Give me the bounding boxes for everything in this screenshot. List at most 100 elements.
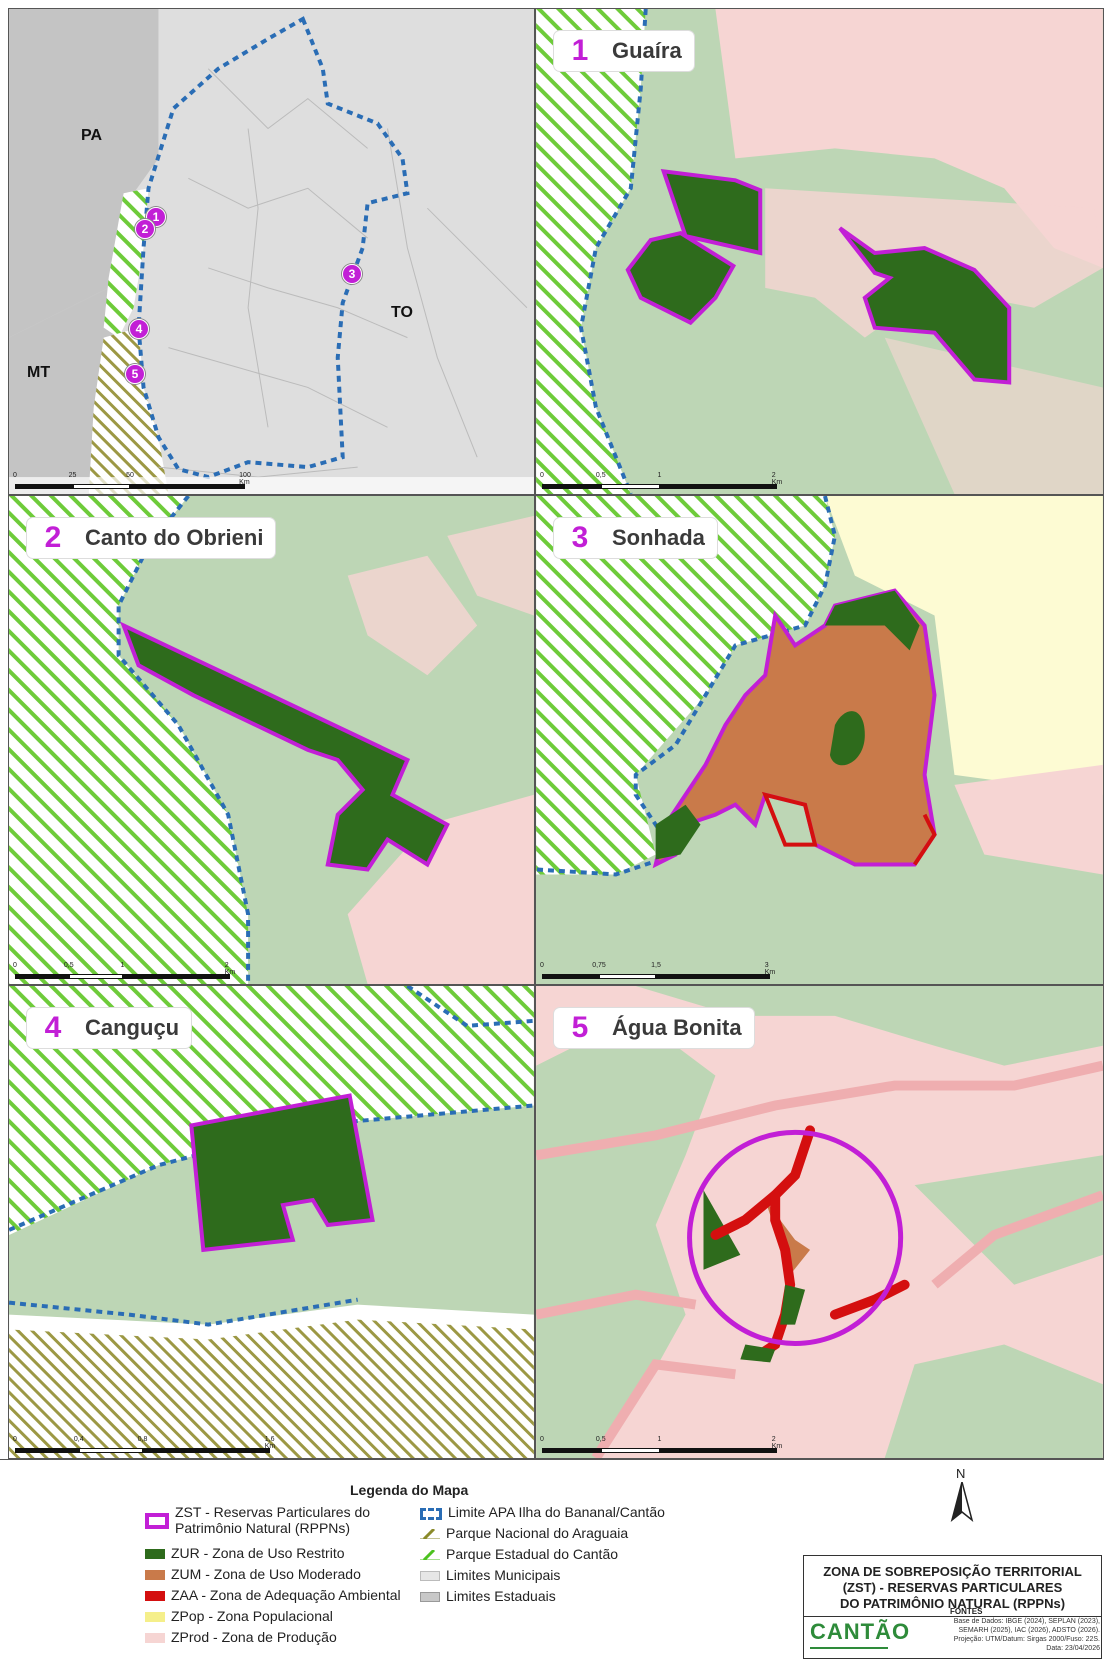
panel-name: Canguçu xyxy=(85,1015,180,1040)
label-mt: MT xyxy=(27,364,51,381)
panel-guaira-graphic xyxy=(536,9,1103,494)
panel-canto-title: 2 Canto do Obrieni xyxy=(27,518,276,558)
north-arrow-icon xyxy=(950,1482,974,1522)
title-line-3: DO PATRIMÔNIO NATURAL (RPPNs) xyxy=(839,1596,1066,1611)
fontes-line: Projeção: UTM/Datum: Sirgas 2000/Fuso: 2… xyxy=(953,1636,1100,1643)
overview-scalebar: 0 25 50 100 Km xyxy=(13,472,251,490)
scale-tick: 2 Km xyxy=(224,962,236,976)
panel-canto-graphic xyxy=(9,496,534,984)
panel-sonhada[interactable]: 3 Sonhada 0 0,75 1,5 3 Km xyxy=(535,495,1104,985)
panel-sonhada-scalebar: 0 0,75 1,5 3 Km xyxy=(540,962,775,980)
scale-tick: 0 xyxy=(540,1436,544,1443)
legend-item-zum: ZUM - Zona de Uso Moderado xyxy=(145,1566,361,1582)
panel-sonhada-graphic xyxy=(536,496,1103,984)
scale-tick: 3 Km xyxy=(764,962,776,976)
legend-label: Parque Nacional do Araguaia xyxy=(446,1525,629,1541)
scale-tick: 1 xyxy=(657,472,662,479)
fontes-heading: FONTES xyxy=(950,1607,983,1616)
panel-guaira-scalebar: 0 0,5 1 2 Km xyxy=(540,472,782,490)
scale-tick: 0,5 xyxy=(63,962,74,969)
panel-cangucu-title: 4 Canguçu xyxy=(27,1008,192,1048)
marker-4[interactable]: 4 xyxy=(129,319,149,339)
scale-tick: 2 Km xyxy=(771,1436,783,1450)
scale-tick: 0,4 xyxy=(73,1436,84,1443)
legend-label: Parque Estadual do Cantão xyxy=(446,1546,619,1562)
overview-map[interactable]: PA MT TO 1 2 3 4 5 0 25 50 100 Km xyxy=(8,8,535,495)
marker-2[interactable]: 2 xyxy=(135,219,155,239)
legend-label: Patrimônio Natural (RPPNs) xyxy=(175,1520,351,1536)
swatch-zaa xyxy=(145,1591,165,1601)
panel-name: Canto do Obrieni xyxy=(85,525,264,550)
swatch-parque-nacional xyxy=(420,1529,440,1539)
swatch-limites-municipais xyxy=(420,1571,440,1581)
scale-tick: 0,8 xyxy=(137,1436,148,1443)
title-line-2: (ZST) - RESERVAS PARTICULARES xyxy=(842,1580,1063,1595)
legend-title: Legenda do Mapa xyxy=(350,1482,469,1498)
fontes-line: Base de Dados: IBGE (2024), SEPLAN (2023… xyxy=(953,1618,1100,1625)
panel-number-badge: 2 xyxy=(35,520,71,556)
fontes-line: SEMARH (2025), IAC (2026), ADSTO (2026). xyxy=(958,1627,1100,1634)
legend-item-zaa: ZAA - Zona de Adequação Ambiental xyxy=(145,1587,401,1603)
legend-label: ZUM - Zona de Uso Moderado xyxy=(171,1566,361,1582)
scale-tick: 25 xyxy=(68,472,77,479)
panel-canto-scalebar: 0 0,5 1 2 Km xyxy=(13,962,235,980)
legend-label: ZAA - Zona de Adequação Ambiental xyxy=(171,1587,401,1603)
swatch-zur xyxy=(145,1549,165,1559)
panel-number-badge: 5 xyxy=(562,1010,598,1046)
scale-tick: 1 xyxy=(657,1436,662,1443)
scale-tick: 0 xyxy=(13,472,17,479)
label-to: TO xyxy=(391,304,413,321)
scale-tick: 2 Km xyxy=(771,472,783,486)
swatch-zpop xyxy=(145,1612,165,1622)
swatch-parque-estadual xyxy=(420,1550,440,1560)
legend-item-zprod: ZProd - Zona de Produção xyxy=(145,1629,337,1645)
overview-map-graphic xyxy=(9,9,534,494)
scale-tick: 0,5 xyxy=(595,1436,606,1443)
marker-5[interactable]: 5 xyxy=(125,364,145,384)
scale-tick: 1,5 xyxy=(651,962,661,969)
scale-tick: 100 Km xyxy=(239,472,251,486)
scale-tick: 50 xyxy=(126,472,134,479)
panel-guaira[interactable]: 1 Guaíra 0 0,5 1 2 Km xyxy=(535,8,1104,495)
cantao-logo: CANTÃO xyxy=(810,1615,909,1655)
panel-number-badge: 3 xyxy=(562,520,598,556)
panel-canto-do-obrieni[interactable]: 2 Canto do Obrieni 0 0,5 1 2 Km xyxy=(8,495,535,985)
legend-label: ZProd - Zona de Produção xyxy=(171,1629,337,1645)
scale-tick: 1 xyxy=(120,962,125,969)
map-title-box: ZONA DE SOBREPOSIÇÃO TERRITORIAL (ZST) -… xyxy=(803,1555,1102,1659)
swatch-limites-estaduais xyxy=(420,1592,440,1602)
legend-item-zur: ZUR - Zona de Uso Restrito xyxy=(145,1545,345,1561)
swatch-zst xyxy=(145,1513,169,1529)
swatch-zum xyxy=(145,1570,165,1580)
panel-number-badge: 1 xyxy=(562,33,598,69)
legend-label: ZUR - Zona de Uso Restrito xyxy=(171,1545,345,1561)
legend-item-zpop: ZPop - Zona Populacional xyxy=(145,1608,333,1624)
panel-agua-scalebar: 0 0,5 1 2 Km xyxy=(540,1436,782,1454)
panel-agua-title: 5 Água Bonita xyxy=(554,1008,754,1048)
legend-label: Limites Municipais xyxy=(446,1567,561,1583)
scale-tick: 0 xyxy=(540,962,544,969)
scale-tick: 0 xyxy=(13,1436,17,1443)
panel-name: Água Bonita xyxy=(612,1015,742,1040)
legend-item-zst: ZST - Reservas Particulares do Patrimôni… xyxy=(145,1504,370,1536)
panel-name: Guaíra xyxy=(612,38,682,63)
legend-item-parque-nacional: Parque Nacional do Araguaia xyxy=(420,1525,628,1541)
panel-agua-graphic xyxy=(536,986,1103,1458)
legend-label: ZST - Reservas Particulares do xyxy=(175,1504,371,1520)
panel-cangucu-scalebar: 0 0,4 0,8 1,6 Km xyxy=(13,1436,275,1454)
scale-tick: 0 xyxy=(540,472,544,479)
north-letter: N xyxy=(956,1466,966,1481)
scale-tick: 0,5 xyxy=(595,472,606,479)
label-pa: PA xyxy=(81,127,103,144)
legend-label: Limite APA Ilha do Bananal/Cantão xyxy=(448,1504,665,1520)
panel-cangucu[interactable]: 4 Canguçu 0 0,4 0,8 1,6 Km xyxy=(8,985,535,1459)
panel-name: Sonhada xyxy=(612,525,705,550)
panel-cangucu-graphic xyxy=(9,986,534,1458)
legend-item-limites-municipais: Limites Municipais xyxy=(420,1567,560,1583)
marker-3[interactable]: 3 xyxy=(342,264,362,284)
panel-agua-bonita[interactable]: 5 Água Bonita 0 0,5 1 2 Km xyxy=(535,985,1104,1459)
legend-item-limites-estaduais: Limites Estaduais xyxy=(420,1588,556,1604)
title-line-1: ZONA DE SOBREPOSIÇÃO TERRITORIAL xyxy=(823,1564,1082,1579)
legend-label: ZPop - Zona Populacional xyxy=(171,1608,333,1624)
legend-item-apa: Limite APA Ilha do Bananal/Cantão xyxy=(420,1504,665,1520)
